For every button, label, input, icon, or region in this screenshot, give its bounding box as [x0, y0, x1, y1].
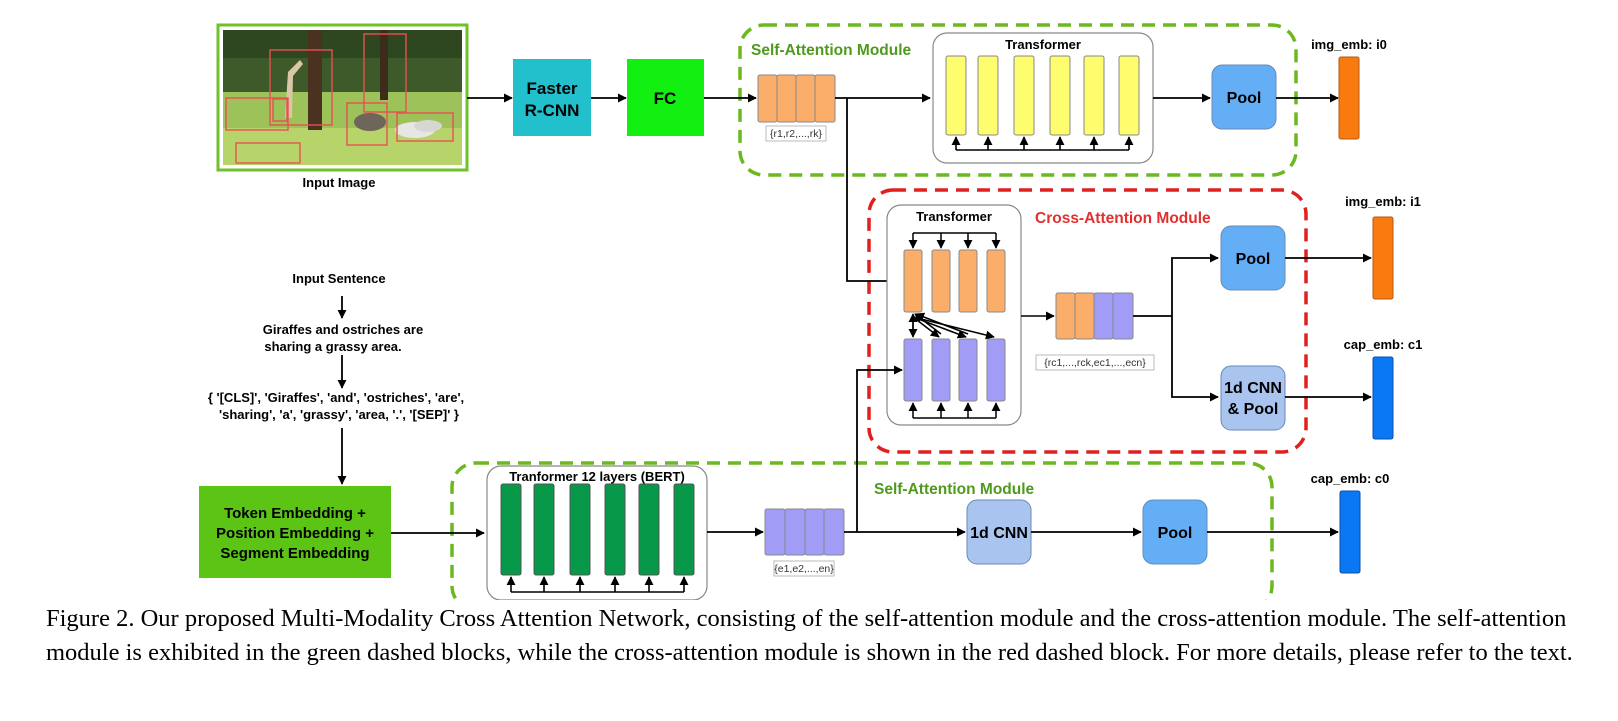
- bert-label: Tranformer 12 layers (BERT): [509, 469, 685, 484]
- architecture-diagram: Self-Attention Module Cross-Attention Mo…: [199, 23, 1423, 600]
- embedding-label: Segment Embedding: [220, 545, 369, 562]
- transformer-top-connections: [951, 136, 1134, 151]
- arrow-words-to-cross: [856, 365, 903, 532]
- arrow-regions-to-cross: [846, 98, 903, 286]
- cap-emb-1-label: cap_emb: c1: [1344, 337, 1423, 352]
- cap-emb-1-vector: [1372, 356, 1394, 440]
- region-features-top: [757, 74, 836, 123]
- cross-word-blocks: [903, 338, 1006, 402]
- joint-label: {rc1,...,rck,ec1,...,ecn}: [1044, 357, 1146, 369]
- joint-split-connections: [1133, 253, 1219, 402]
- joint-features: [1055, 292, 1134, 340]
- fc-label: FC: [654, 89, 677, 108]
- cnn-pool-cross: [1220, 365, 1286, 431]
- faster-rcnn-label: Faster: [526, 79, 577, 98]
- transformer-cross-label: Transformer: [916, 209, 992, 224]
- regions-label-box: [765, 125, 827, 142]
- joint-label-box: [1035, 354, 1155, 371]
- word-features-bottom: [764, 508, 845, 556]
- token-list: { '[CLS]', 'Giraffes', 'and', 'ostriches…: [208, 390, 464, 405]
- bert-layers: [500, 483, 695, 576]
- token-list: 'sharing', 'a', 'grassy', 'area, '.', '[…: [219, 407, 459, 422]
- sentence-text: sharing a grassy area.: [264, 339, 401, 354]
- img-emb-0-vector: [1338, 56, 1360, 140]
- transformer-top-label: Transformer: [1005, 37, 1081, 52]
- pool-bottom-label: Pool: [1158, 525, 1193, 542]
- cross-attention-title: Cross-Attention Module: [1035, 210, 1211, 227]
- input-image-label: Input Image: [303, 175, 376, 190]
- img-emb-1-vector: [1372, 216, 1394, 300]
- img-emb-0-label: img_emb: i0: [1311, 37, 1387, 52]
- sentence-text: Giraffes and ostriches are: [263, 322, 423, 337]
- faster-rcnn-label: R-CNN: [525, 101, 580, 120]
- embedding-label: Position Embedding +: [216, 525, 374, 542]
- bert-connections: [506, 576, 689, 593]
- self-attention-title-bottom: Self-Attention Module: [874, 481, 1035, 498]
- self-attention-title-top: Self-Attention Module: [751, 42, 912, 59]
- cap-emb-0-vector: [1339, 490, 1361, 574]
- cnn-pool-cross-label: 1d CNN: [1224, 380, 1282, 397]
- fc-box: [627, 59, 704, 136]
- figure-caption: Figure 2. Our proposed Multi-Modality Cr…: [46, 605, 1573, 666]
- pool-top: [1211, 64, 1277, 130]
- embedding-box: [199, 486, 391, 578]
- cross-attention-module: [867, 188, 1308, 454]
- img-emb-1-label: img_emb: i1: [1345, 194, 1421, 209]
- pool-cross-label: Pool: [1236, 251, 1271, 268]
- cnn-pool-cross-label: & Pool: [1228, 401, 1279, 418]
- cap-emb-0-label: cap_emb: c0: [1311, 471, 1390, 486]
- words-label-box: [773, 560, 835, 577]
- words-label: {e1,e2,...,en}: [774, 563, 834, 575]
- input-image: [216, 23, 469, 172]
- self-attention-module-top: [738, 23, 1298, 177]
- self-attention-module-bottom: [450, 461, 1274, 600]
- cnn-bottom-label: 1d CNN: [970, 525, 1028, 542]
- embedding-label: Token Embedding +: [224, 505, 366, 522]
- cross-attention-connections: [908, 232, 1001, 419]
- cross-region-blocks: [903, 249, 1006, 313]
- pool-top-label: Pool: [1227, 90, 1262, 107]
- regions-label: {r1,r2,...,rk}: [770, 128, 822, 140]
- input-sentence-label: Input Sentence: [292, 271, 385, 286]
- transformer-top-layers: [945, 55, 1140, 136]
- faster-rcnn-box: [513, 59, 591, 136]
